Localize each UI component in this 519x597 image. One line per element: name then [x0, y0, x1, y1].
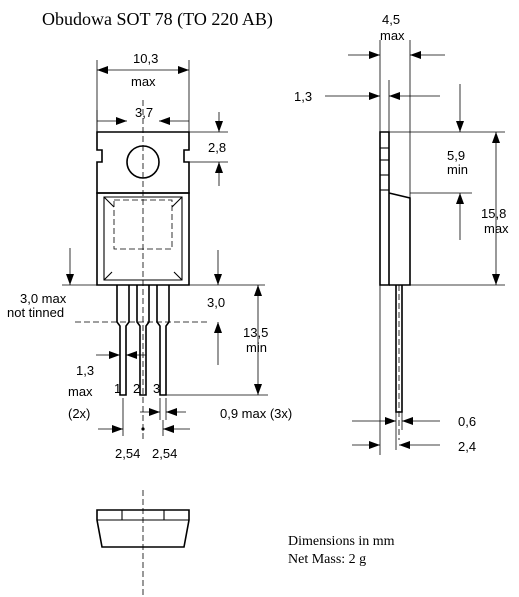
dim-lead-start: 3,0 [207, 295, 225, 310]
dim-lead-offset: 2,4 [458, 439, 476, 454]
side-view: 4,5 max 1,3 5,9 min 15,8 max 0,6 [294, 12, 509, 455]
dim-tab-length-suffix: min [447, 162, 468, 177]
dim-lead-width-count: (2x) [68, 406, 90, 421]
dim-side-lead-thickness: 0,6 [458, 414, 476, 429]
dim-not-tinned-note: not tinned [7, 305, 64, 320]
pin-label-3: 3 [153, 381, 160, 396]
dim-body-width: 10,3 [133, 51, 158, 66]
dim-hole-spacing: 3,7 [135, 105, 153, 120]
dim-not-tinned: 3,0 max [20, 291, 67, 306]
dim-pitch-right: 2,54 [152, 446, 177, 461]
dim-lead-length-suffix: min [246, 340, 267, 355]
dim-lead-width-suffix: max [68, 384, 93, 399]
dim-tab-length: 5,9 [447, 148, 465, 163]
lead-3 [156, 285, 170, 396]
dim-body-width-suffix: max [131, 74, 156, 89]
dim-tab-height: 2,8 [208, 140, 226, 155]
dim-body-height: 15,8 [481, 206, 506, 221]
title: Obudowa SOT 78 (TO 220 AB) [42, 9, 273, 30]
note-units: Dimensions in mm [288, 534, 395, 549]
leads [116, 285, 170, 396]
dim-lead-thickness: 0,9 max (3x) [220, 406, 292, 421]
die-outline [113, 199, 173, 250]
dim-overall-thickness: 4,5 [382, 12, 400, 27]
dim-lead-width: 1,3 [76, 363, 94, 378]
dim-lead-length: 13,5 [243, 325, 268, 340]
lead-1 [116, 285, 130, 396]
dim-tab-thickness: 1,3 [294, 89, 312, 104]
side-tab [379, 131, 390, 286]
pin-label-1: 1 [114, 381, 121, 396]
pin-label-2: 2 [133, 381, 140, 396]
side-body [388, 192, 411, 286]
note-mass: Net Mass: 2 g [288, 552, 366, 567]
dim-body-height-suffix: max [484, 221, 509, 236]
bottom-view [96, 490, 190, 597]
front-view: 10,3 max 3,7 2,8 3,0 max not tinned 3,0 [7, 51, 292, 461]
lead-2 [136, 285, 150, 396]
dim-pitch-left: 2,54 [115, 446, 140, 461]
dim-overall-thickness-suffix: max [380, 28, 405, 43]
